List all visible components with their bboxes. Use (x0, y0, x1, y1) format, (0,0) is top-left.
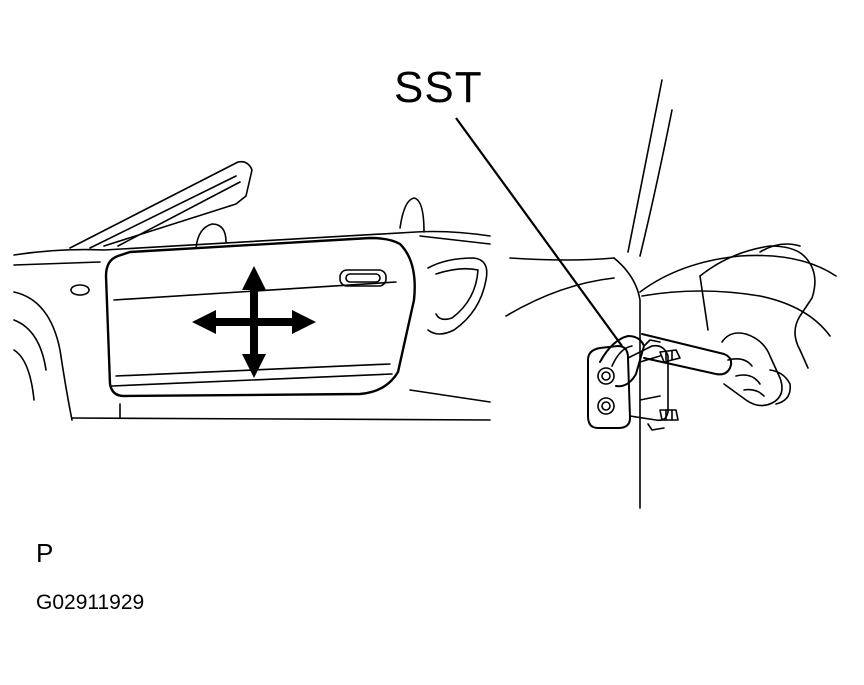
headrest-front (195, 223, 227, 249)
door-handle (339, 269, 387, 287)
front-wheel-arch (13, 291, 73, 421)
sst-tool-head (599, 335, 645, 388)
hinge-bolt-upper (597, 367, 615, 385)
rocker-panel (71, 417, 491, 421)
body-panel-edge (613, 257, 641, 509)
hinge-detail-view (505, 79, 837, 509)
sst-leader-line (455, 117, 623, 347)
hand (699, 245, 816, 369)
headrest-rear (399, 197, 425, 233)
a-pillar (627, 79, 663, 253)
view-code-label: P (36, 538, 54, 568)
figure-code-label: G02911929 (36, 591, 145, 614)
side-marker-lamp (70, 284, 90, 296)
car-side-view (13, 160, 491, 421)
front-fender (13, 261, 101, 266)
arrow-heads (192, 266, 316, 378)
side-air-intake (427, 257, 488, 335)
hinge-stud-upper (659, 349, 681, 363)
sst-tool-handle (641, 333, 733, 376)
hinge-arm (627, 344, 669, 422)
door-panel (104, 236, 416, 398)
sst-callout-label: SST (394, 63, 483, 112)
body-beltline (13, 230, 491, 256)
adjust-arrows-icon (206, 280, 302, 362)
windshield-frame (69, 160, 253, 249)
hinge-stud-lower (659, 409, 679, 421)
hinge-bolt-lower (597, 397, 615, 415)
hinge-plate (587, 345, 631, 429)
